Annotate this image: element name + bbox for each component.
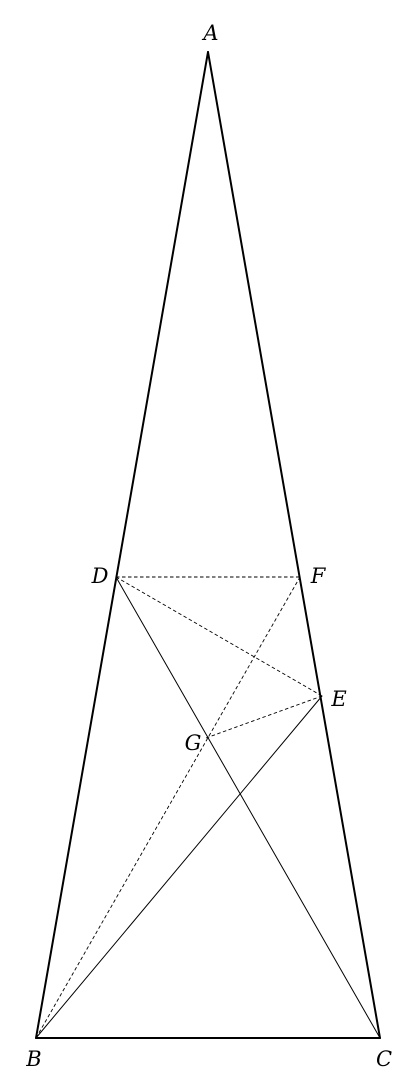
segment-ge bbox=[205, 695, 323, 739]
point-label-a: A bbox=[201, 21, 218, 45]
segment-bf bbox=[35, 576, 301, 1039]
point-label-f: F bbox=[310, 564, 327, 588]
segment-dc bbox=[115, 576, 381, 1039]
segment-ab bbox=[35, 51, 209, 1039]
point-label-c: C bbox=[376, 1047, 392, 1071]
point-label-d: D bbox=[91, 564, 109, 588]
point-label-b: B bbox=[25, 1047, 41, 1071]
segment-layer bbox=[35, 51, 381, 1039]
segment-be bbox=[35, 695, 323, 1039]
point-label-e: E bbox=[330, 687, 346, 711]
segment-ac bbox=[207, 51, 381, 1039]
label-layer: A B C D E F G bbox=[25, 21, 392, 1071]
point-label-g: G bbox=[185, 731, 202, 755]
segment-de bbox=[115, 576, 323, 697]
